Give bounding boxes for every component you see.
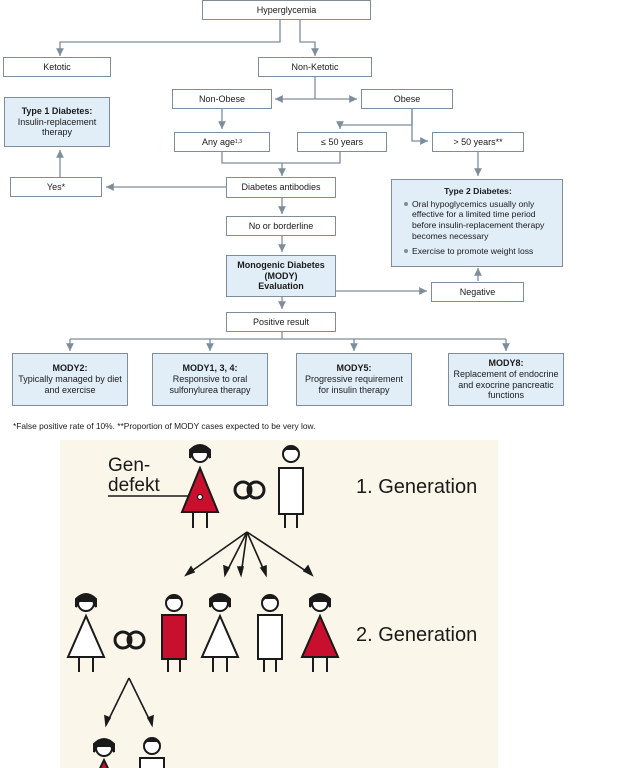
outcome-title: MODY8:: [488, 357, 524, 368]
non-obese-label: Non-Obese: [198, 93, 246, 104]
positive-result-box: Positive result: [226, 312, 336, 332]
obese-box: Obese: [361, 89, 453, 109]
gendefekt-label: Gen- defekt: [108, 456, 160, 496]
gen1-affected-female: [180, 444, 220, 528]
gen1-offspring-arrows: [184, 531, 314, 578]
outcome-mody2-box: MODY2: Typically managed by diet and exe…: [12, 353, 128, 406]
negative-label: Negative: [459, 286, 496, 297]
type2-bullet: Exercise to promote weight loss: [404, 246, 554, 257]
type2-bullet: Oral hypoglycemics usually only effectiv…: [404, 199, 554, 242]
yes-label: Yes*: [46, 181, 66, 192]
gen3-affected-female: [93, 738, 115, 768]
non-ketotic-label: Non-Ketotic: [291, 61, 339, 72]
obese-label: Obese: [393, 93, 421, 104]
outcome-body: Typically managed by diet and exercise: [18, 374, 122, 395]
diabetes-antibodies-label: Diabetes antibodies: [241, 182, 321, 193]
gendefekt-line1: Gen-: [108, 455, 151, 476]
le-50-years-box: ≤ 50 years: [297, 132, 387, 152]
type2-title: Type 2 Diabetes:: [444, 186, 512, 196]
footnote: *False positive rate of 10%. **Proportio…: [13, 421, 316, 431]
mody-evaluation-box: Monogenic Diabetes (MODY) Evaluation: [226, 255, 336, 297]
gendefekt-line2: defekt: [108, 474, 160, 496]
outcome-mody5-box: MODY5: Progressive requirement for insul…: [296, 353, 412, 406]
gen2-unaffected-male: [257, 594, 283, 672]
non-ketotic-box: Non-Ketotic: [258, 57, 372, 77]
outcome-body: Responsive to oral sulfonylurea therapy: [169, 374, 251, 395]
outcome-mody8-box: MODY8: Replacement of endocrine and exoc…: [448, 353, 564, 406]
pedigree-figures: [66, 444, 340, 768]
type1-title: Type 1 Diabetes:: [21, 105, 93, 116]
inheritance-illustration: Gen- defekt 1. Generation 2. Generation: [60, 440, 498, 768]
mody-eval-line1: Monogenic Diabetes: [237, 259, 325, 270]
type1-diabetes-box: Type 1 Diabetes: Insulin-replacement the…: [4, 97, 110, 147]
outcome-title: MODY2:: [52, 363, 88, 374]
gen2-affected-female: [300, 593, 340, 672]
no-or-borderline-label: No or borderline: [248, 220, 314, 231]
ketotic-box: Ketotic: [3, 57, 111, 77]
type2-bullet-list: Oral hypoglycemics usually only effectiv…: [402, 199, 554, 257]
positive-result-label: Positive result: [252, 316, 310, 327]
generation-2-label: 2. Generation: [356, 624, 478, 646]
outcome-body: Replacement of endocrine and exocrine pa…: [453, 368, 559, 401]
type1-body: Insulin-replacement therapy: [17, 116, 97, 138]
hyperglycemia-box: Hyperglycemia: [202, 0, 371, 20]
no-or-borderline-box: No or borderline: [226, 216, 336, 236]
gen1-male: [278, 445, 304, 528]
ketotic-label: Ketotic: [43, 61, 71, 72]
non-obese-box: Non-Obese: [172, 89, 272, 109]
outcome-body: Progressive requirement for insulin ther…: [304, 374, 404, 395]
gen2-affected-male: [161, 594, 187, 672]
diabetes-antibodies-box: Diabetes antibodies: [226, 177, 336, 198]
type2-diabetes-box: Type 2 Diabetes: Oral hypoglycemics usua…: [391, 179, 563, 267]
outcome-title: MODY1, 3, 4:: [182, 363, 238, 374]
gt-50-years-label: > 50 years**: [453, 136, 503, 147]
generation-1-label: 1. Generation: [356, 476, 478, 498]
le-50-years-label: ≤ 50 years: [321, 136, 363, 147]
mody-eval-line3: Evaluation: [258, 281, 304, 292]
yes-box: Yes*: [10, 177, 102, 197]
hyperglycemia-label: Hyperglycemia: [256, 4, 317, 15]
any-age-label: Any age: [202, 136, 236, 147]
mody-eval-line2: (MODY): [264, 270, 298, 281]
gen2-unaffected-female: [200, 593, 240, 672]
outcome-mody134-box: MODY1, 3, 4: Responsive to oral sulfonyl…: [152, 353, 268, 406]
gen3-male: [139, 737, 165, 768]
gen2-offspring-arrows: [104, 677, 154, 728]
negative-box: Negative: [431, 282, 524, 302]
gt-50-years-box: > 50 years**: [432, 132, 524, 152]
outcome-title: MODY5:: [336, 363, 372, 374]
flowchart-connectors: [56, 19, 510, 351]
gen2-unaffected-female-left: [66, 593, 106, 672]
any-age-footnote-ref: 1,3: [235, 139, 242, 145]
